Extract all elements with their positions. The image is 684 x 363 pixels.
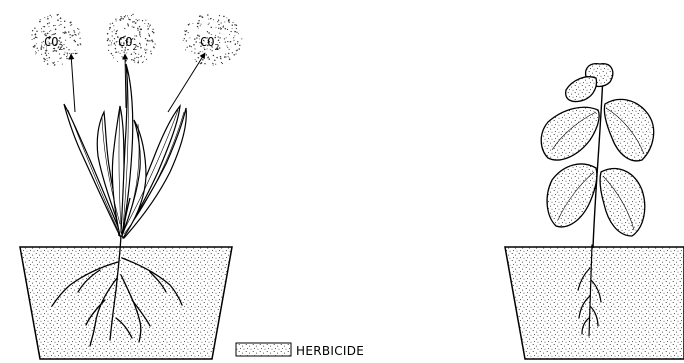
co2-label-3: CO2 — [200, 35, 219, 52]
co2-arrow-2 — [125, 54, 126, 108]
legend-swatch — [236, 343, 291, 356]
right-plant — [541, 64, 653, 248]
right-pot — [505, 245, 684, 359]
right-pot-soil — [505, 247, 684, 359]
left-plant-leaves — [64, 64, 186, 238]
co2-arrow-1 — [71, 54, 75, 112]
left-pot-soil — [20, 247, 232, 359]
legend: HERBICIDE — [236, 343, 364, 358]
left-pot — [20, 198, 232, 359]
co2-arrow-3 — [168, 53, 205, 112]
legend-label: HERBICIDE — [296, 344, 364, 358]
